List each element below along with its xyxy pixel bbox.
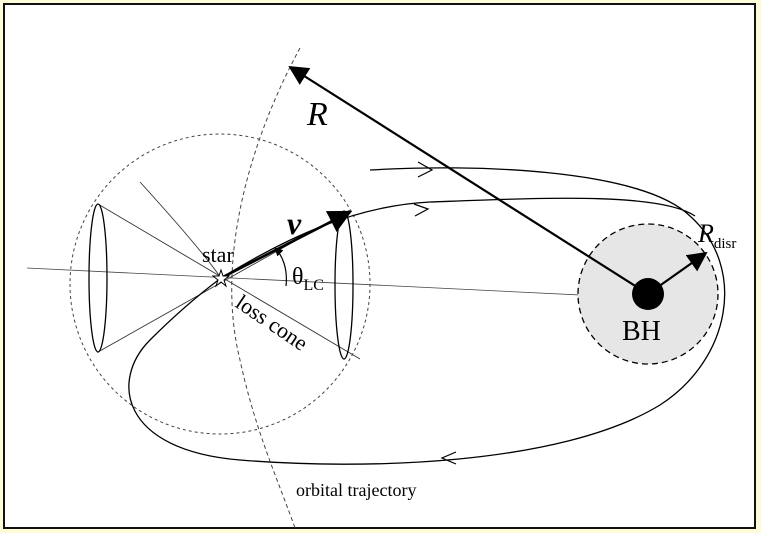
- black-hole-label: BH: [622, 316, 661, 347]
- trajectory-arrowhead-middle: [413, 203, 430, 217]
- disruption-radius-symbol: R: [697, 219, 714, 248]
- theta-angle-arc: [274, 247, 287, 287]
- theta-subscript: LC: [304, 277, 324, 294]
- loss-cone-line-upper: [97, 203, 361, 360]
- loss-cone-curve: [139, 181, 222, 279]
- loss-cone-ellipse-left: [88, 203, 108, 353]
- velocity-label: v: [287, 205, 302, 241]
- star-velocity-sphere: [69, 133, 371, 435]
- loss-cone-ellipse-right: [334, 210, 354, 360]
- star-label: star: [202, 242, 234, 267]
- orbital-trajectory: [128, 167, 726, 465]
- distance-arrow: [288, 65, 641, 290]
- disruption-radius-subscript: disr: [714, 236, 737, 252]
- distance-label: R: [306, 96, 328, 133]
- disruption-radius-label: Rdisr: [697, 219, 736, 252]
- trajectory-arrowhead-lower: [440, 451, 457, 465]
- theta-label: θLC: [292, 264, 324, 294]
- trajectory-arrowhead-upper: [417, 161, 434, 178]
- disruption-radius-arrow: [647, 251, 708, 295]
- loss-cone-label: loss cone: [231, 289, 312, 355]
- large-dashed-arc: [231, 47, 301, 529]
- star-symbol: [211, 268, 231, 288]
- velocity-vector: [220, 210, 353, 280]
- theta-symbol: θ: [292, 264, 304, 290]
- orbital-trajectory-label: orbital trajectory: [296, 480, 416, 500]
